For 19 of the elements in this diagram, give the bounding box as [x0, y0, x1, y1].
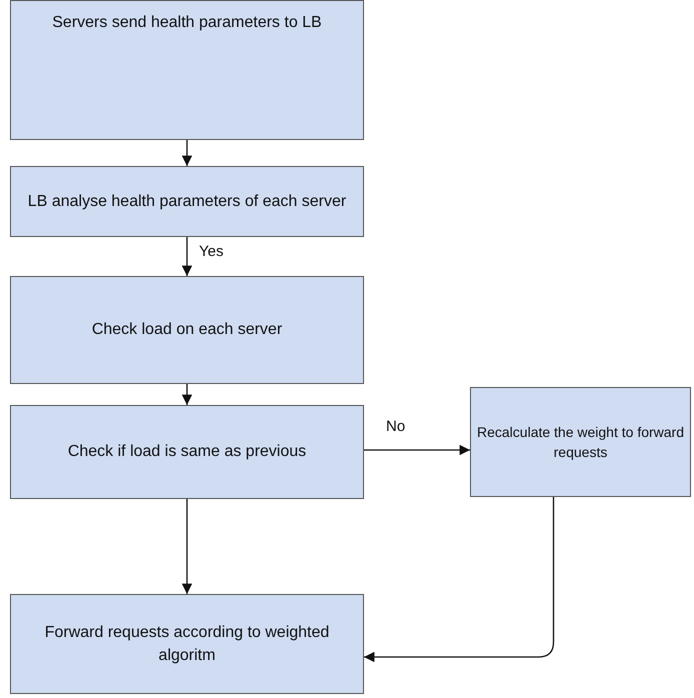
box-text: LB analyse health parameters of each server [28, 192, 346, 212]
edge-label: Yes [197, 242, 226, 260]
box-text: Check if load is same as previous [68, 442, 306, 462]
arrow [182, 237, 192, 276]
box-text: Forward requests according to weighted algoritm [44, 622, 330, 666]
arrow [364, 497, 554, 662]
process-box [10, 276, 364, 384]
arrow [364, 444, 470, 456]
arrow [182, 384, 192, 405]
process-box [470, 387, 691, 497]
box-text: Check load on each server [92, 320, 282, 340]
process-box [10, 405, 364, 499]
process-box [10, 0, 364, 140]
process-box [10, 166, 364, 237]
process-box [10, 594, 364, 694]
box-text: Recalculate the weight to forward requests [476, 422, 685, 462]
box-text: Servers send health parameters to LB [52, 13, 322, 33]
arrow [182, 499, 192, 594]
arrow [182, 140, 192, 166]
